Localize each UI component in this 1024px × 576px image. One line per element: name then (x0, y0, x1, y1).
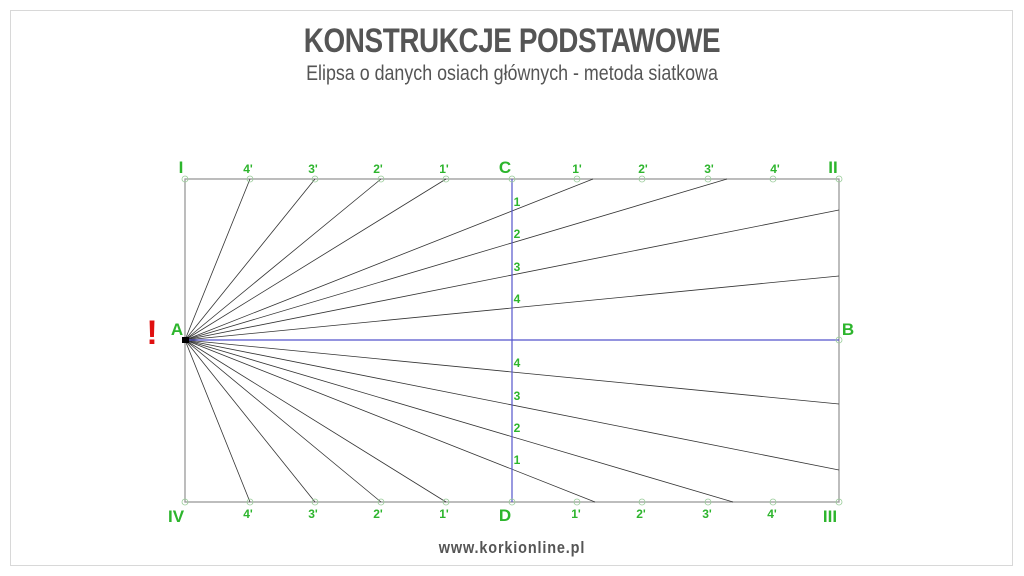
ray (184, 339, 447, 503)
division-point (835, 336, 843, 344)
point-a-marker (182, 337, 189, 343)
ray (184, 178, 316, 341)
axis-division-label: 3 (514, 260, 521, 274)
edge-label: 1' (439, 162, 449, 176)
ray (184, 339, 734, 503)
ray (184, 178, 447, 341)
division-point (573, 175, 581, 183)
ray (184, 339, 251, 503)
point-label-d: D (499, 506, 511, 525)
edge-label: 3' (308, 162, 318, 176)
division-point (508, 175, 516, 183)
axis-division-label: 3 (514, 389, 521, 403)
ray (184, 339, 596, 503)
edge-label: 3' (308, 507, 318, 521)
page-frame (10, 10, 1013, 566)
edge-label: 1' (571, 507, 581, 521)
division-point (442, 175, 450, 183)
division-point (835, 175, 843, 183)
page-title: KONSTRUKCJE PODSTAWOWE (303, 22, 721, 60)
division-point (246, 175, 254, 183)
edge-label: 4' (243, 507, 253, 521)
division-point (311, 175, 319, 183)
ray (184, 178, 594, 341)
edge-label: 3' (702, 507, 712, 521)
page-subtitle: Elipsa o danych osiach głównych - metoda… (306, 62, 718, 85)
division-point (769, 498, 777, 506)
division-point (377, 498, 385, 506)
corner-label-ii: II (828, 158, 837, 177)
division-point (769, 175, 777, 183)
division-points (181, 175, 843, 506)
point-label-b: B (842, 320, 854, 339)
division-point (704, 498, 712, 506)
edge-label: 3' (704, 162, 714, 176)
corner-label-iv: IV (168, 507, 185, 526)
axis-division-label: 2 (514, 421, 521, 435)
edge-label: 2' (373, 162, 383, 176)
top-edge-labels: 4' 3' 2' 1' 1' 2' 3' 4' (243, 162, 780, 176)
edge-label: 4' (243, 162, 253, 176)
division-point (638, 175, 646, 183)
axis-division-label: 4 (514, 356, 521, 370)
ray (184, 178, 251, 341)
division-point (181, 498, 189, 506)
division-point (181, 175, 189, 183)
division-point (638, 498, 646, 506)
ray (184, 178, 382, 341)
axis-division-label: 4 (514, 292, 521, 306)
edge-label: 4' (767, 507, 777, 521)
corner-label-iii: III (823, 507, 837, 526)
division-point (377, 175, 385, 183)
point-label-c: C (499, 158, 511, 177)
axis-division-label: 2 (514, 227, 521, 241)
ray (184, 339, 316, 503)
division-point (704, 175, 712, 183)
website-link[interactable]: www.korkionline.pl (438, 538, 586, 557)
axis-division-label: 1 (514, 195, 521, 209)
division-point (311, 498, 319, 506)
division-point (442, 498, 450, 506)
minor-axis-labels: 1 2 3 4 4 3 2 1 (514, 195, 521, 467)
division-point (246, 498, 254, 506)
edge-label: 4' (770, 162, 780, 176)
corner-label-i: I (179, 158, 184, 177)
edge-label: 2' (638, 162, 648, 176)
warning-icon: ! (146, 314, 157, 352)
ray (184, 339, 382, 503)
bottom-edge-labels: 4' 3' 2' 1' 1' 2' 3' 4' (243, 507, 777, 521)
division-point (835, 498, 843, 506)
ray (184, 178, 728, 341)
edge-label: 1' (439, 507, 449, 521)
point-label-a: A (171, 320, 183, 339)
edge-label: 2' (636, 507, 646, 521)
division-point (573, 498, 581, 506)
axis-division-label: 1 (514, 453, 521, 467)
edge-label: 1' (572, 162, 582, 176)
division-point (508, 498, 516, 506)
edge-label: 2' (373, 507, 383, 521)
